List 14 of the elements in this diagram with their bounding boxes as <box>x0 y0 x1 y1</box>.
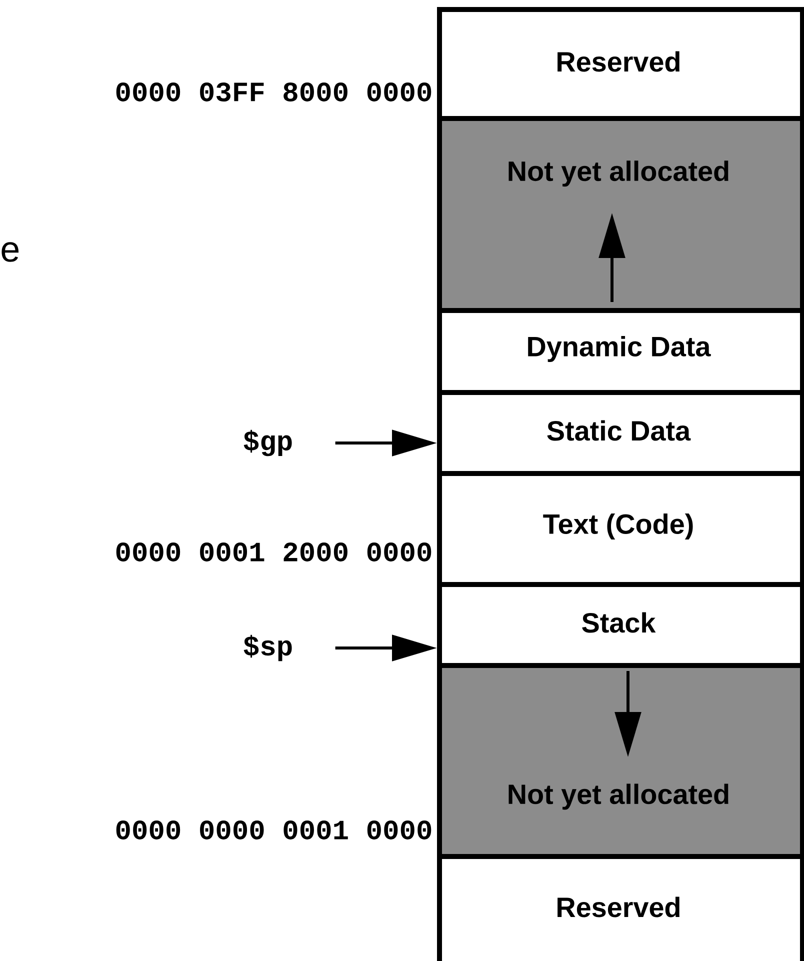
memory-segment: Reserved <box>437 854 804 961</box>
address-label: 0000 03FF 8000 0000 <box>116 82 432 102</box>
text-fragment: e <box>2 242 19 262</box>
memory-segment: Not yet allocated <box>437 116 804 313</box>
register-label: $gp <box>244 430 292 456</box>
memory-segment: Text (Code) <box>437 471 804 587</box>
memory-segment: Reserved <box>437 7 804 121</box>
address-label: 0000 0000 0001 0000 <box>116 820 432 840</box>
memory-segment: Dynamic Data <box>437 308 804 395</box>
memory-segment: Not yet allocated <box>437 663 804 859</box>
memory-segment: Static Data <box>437 390 804 476</box>
address-label: 0000 0001 2000 0000 <box>116 542 432 562</box>
register-label: $sp <box>244 634 292 662</box>
memory-segment: Stack <box>437 582 804 668</box>
